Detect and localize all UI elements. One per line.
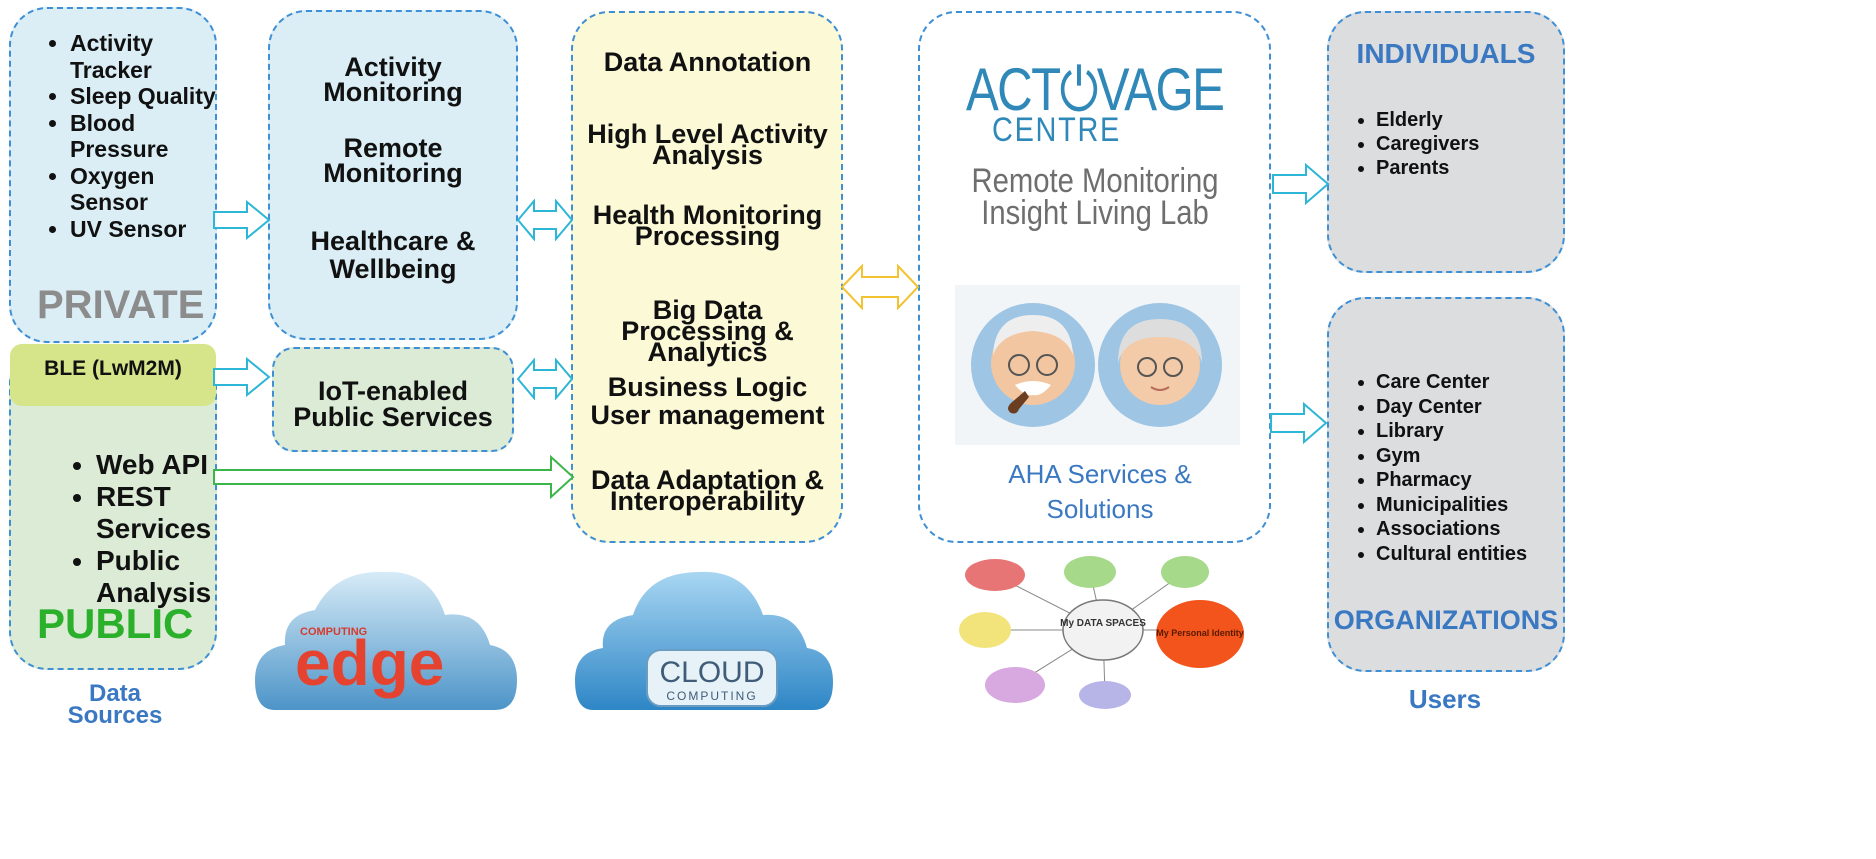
processing-business-logic: Business Logic User management [590, 372, 825, 430]
private-sources-list: Activity Tracker Sleep Quality Blood Pre… [48, 30, 235, 242]
edge-big-label: edge [295, 627, 444, 699]
right-arrow-icon [1270, 402, 1328, 444]
mindmap-identity-label: My Personal Identity [1156, 628, 1244, 638]
service-activity-monitoring: Activity Monitoring [323, 52, 463, 107]
list-item: Day Center [1376, 395, 1581, 420]
individuals-title: INDIVIDUALS [1356, 38, 1536, 69]
list-item: REST Services [96, 481, 246, 545]
cloud-big-label: CLOUD [659, 656, 764, 689]
private-label: PRIVATE [37, 283, 205, 327]
aha-services-label: AHA Services & Solutions [1008, 459, 1192, 524]
organizations-title: ORGANIZATIONS [1333, 605, 1559, 635]
list-item: Caregivers [1376, 132, 1576, 156]
cloud-computing-cloud: CLOUD COMPUTING [575, 571, 833, 710]
services-box [268, 10, 518, 340]
list-item: Associations [1376, 517, 1581, 542]
list-item: Library [1376, 419, 1581, 444]
living-lab-title: Remote Monitoring Insight Living Lab [971, 162, 1219, 232]
processing-box [571, 11, 843, 543]
living-lab-box [918, 11, 1271, 543]
list-item: UV Sensor [70, 216, 235, 243]
long-right-arrow-icon [213, 455, 575, 499]
list-item: Activity Tracker [70, 30, 235, 83]
list-item: Cultural entities [1376, 542, 1581, 567]
processing-activity-analysis: High Level Activity Analysis [587, 119, 828, 170]
list-item: Municipalities [1376, 493, 1581, 518]
list-item: Care Center [1376, 370, 1581, 395]
list-item: Gym [1376, 444, 1581, 469]
processing-health-monitoring: Health Monitoring Processing [592, 200, 823, 251]
list-item: Elderly [1376, 108, 1576, 132]
service-remote-monitoring: Remote Monitoring [323, 133, 463, 188]
actvage-logo-bottom: CENTRE [992, 111, 1122, 149]
processing-data-annotation: Data Annotation [603, 47, 812, 77]
edge-small-label: COMPUTING [300, 626, 367, 638]
list-item: Sleep Quality [70, 83, 235, 110]
list-item: Blood Pressure [70, 110, 235, 163]
individuals-box [1327, 11, 1565, 273]
right-arrow-icon [213, 200, 271, 240]
data-sources-caption: Data Sources [67, 680, 163, 729]
edge-computing-cloud: COMPUTING edge [255, 571, 517, 710]
mind-map-image: My DATA SPACES My Personal Identity [955, 550, 1265, 710]
list-item: Public Analysis [96, 545, 246, 609]
list-item: Parents [1376, 156, 1576, 180]
organizations-list: Care Center Day Center Library Gym Pharm… [1354, 370, 1581, 566]
right-arrow-icon [213, 357, 271, 397]
iot-services-box [272, 347, 514, 452]
actvage-logo: ACT⏻VAGE CENTRE [966, 55, 1225, 149]
double-arrow-icon [517, 199, 573, 241]
processing-big-data: Big Data Processing & Analytics [621, 295, 794, 367]
public-sources-list: Web API REST Services Public Analysis [68, 449, 246, 609]
ble-box [10, 344, 216, 406]
right-arrow-icon [1272, 163, 1330, 205]
list-item: Oxygen Sensor [70, 163, 235, 216]
actvage-logo-top: ACT⏻VAGE [966, 56, 1225, 123]
organizations-box [1327, 297, 1565, 672]
elderly-couple-icon [955, 285, 1240, 445]
public-label: PUBLIC [37, 600, 194, 647]
mindmap-center-label: My DATA SPACES [1060, 618, 1146, 629]
iot-services-label: IoT-enabled Public Services [293, 376, 493, 432]
double-arrow-icon [517, 358, 573, 400]
individuals-list: Elderly Caregivers Parents [1354, 108, 1576, 180]
cloud-small-label: COMPUTING [666, 689, 757, 703]
processing-data-adaptation: Data Adaptation & Interoperability [590, 465, 824, 516]
private-sources-box [9, 7, 217, 343]
gold-double-arrow-icon [841, 264, 919, 310]
ble-label: BLE (LwM2M) [44, 357, 182, 380]
list-item: Web API [96, 449, 246, 481]
service-healthcare: Healthcare & Wellbeing [310, 226, 476, 284]
users-caption: Users [1408, 684, 1482, 714]
list-item: Pharmacy [1376, 468, 1581, 493]
